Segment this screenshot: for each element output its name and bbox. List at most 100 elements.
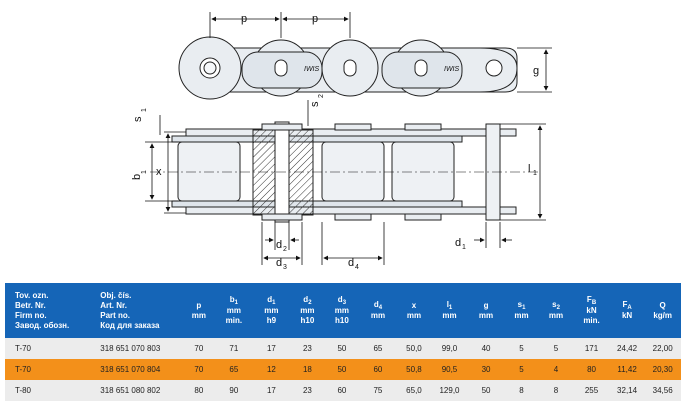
column-header-line: h9 <box>266 316 277 325</box>
dim-label-d4: d <box>348 257 354 269</box>
column-header-line: Part no. <box>100 310 131 320</box>
table-cell: 8 <box>538 380 574 401</box>
table-cell: 70 <box>182 338 216 359</box>
dim-label-d1: d <box>455 237 461 249</box>
column-header-line: min. <box>225 316 243 325</box>
column-header-line: mm <box>406 310 422 320</box>
table-cell: T-80 <box>5 380 91 401</box>
dim-label-d3: d <box>276 257 282 269</box>
table-cell: 65 <box>359 338 397 359</box>
column-header-line: h10 <box>335 316 349 325</box>
d-dimensions <box>261 222 512 265</box>
column-header-subscript: 2 <box>308 300 312 306</box>
table-cell: 318 651 070 803 <box>90 338 183 359</box>
pin-head <box>261 123 303 131</box>
column-header-subscript: 1 <box>234 300 238 306</box>
table-cell: 80 <box>182 380 216 401</box>
end-plate <box>479 47 518 93</box>
logo-stamp: IWIS <box>304 66 319 73</box>
table-cell: 4 <box>538 359 574 380</box>
column-header-line: mm <box>548 311 564 320</box>
table-cell: 255 <box>573 380 610 401</box>
chain-section-view <box>171 121 517 223</box>
column-header-line: mm <box>478 310 494 320</box>
x-dimension <box>164 131 186 214</box>
column-header-subscript: 3 <box>342 300 347 306</box>
table-cell: T-70 <box>5 338 91 359</box>
table-cell: T-70 <box>5 359 91 380</box>
table-cell: 11,42 <box>609 359 645 380</box>
column-header-line: g <box>483 300 489 310</box>
table-cell: 318 651 080 802 <box>90 380 183 401</box>
table-cell: 65 <box>215 359 253 380</box>
pin <box>203 61 217 75</box>
column-header-line: x <box>411 300 417 310</box>
column-header-line: h10 <box>300 316 315 325</box>
column-header-subscript: A <box>627 305 632 311</box>
l1-dimension <box>500 123 546 221</box>
pin-head <box>404 123 442 131</box>
column-header-subscript: 2 <box>556 305 560 311</box>
dim-sub-1: 1 <box>533 170 537 177</box>
table-cell: 23 <box>290 380 325 401</box>
column-header-line: p <box>196 300 202 310</box>
pin <box>485 59 503 77</box>
table-cell: 318 651 070 804 <box>90 359 183 380</box>
column-header-subscript: 1 <box>272 300 276 306</box>
pin-slot <box>343 59 357 77</box>
outer-plate-bottom <box>185 206 517 215</box>
table-cell: 50 <box>467 380 505 401</box>
inner-plate-top <box>171 135 463 143</box>
column-header-line: Art. Nr. <box>100 300 127 310</box>
table-cell: 17 <box>252 338 291 359</box>
table-cell: 23 <box>290 338 325 359</box>
dim-sub-1: 1 <box>141 170 148 174</box>
dim-label-g: g <box>533 65 539 77</box>
dim-sub-3: 3 <box>283 264 287 271</box>
table-cell: 50 <box>324 359 360 380</box>
pin-head <box>404 213 442 221</box>
column-header-line: F <box>586 295 592 304</box>
pin-slot <box>274 59 288 77</box>
table-cell: 50 <box>324 338 360 359</box>
table-cell: 17 <box>252 380 291 401</box>
table-cell: 90,5 <box>431 359 468 380</box>
table-cell: 71 <box>215 338 253 359</box>
dim-sub-2: 2 <box>283 246 287 253</box>
pitch-dimension <box>209 12 351 38</box>
column-header-line: mm <box>226 306 241 315</box>
table-cell: 129,0 <box>431 380 468 401</box>
b1-dimension <box>145 141 178 202</box>
column-header-line: Betr. Nr. <box>15 300 46 310</box>
column-header-line: kN <box>621 311 633 320</box>
table-cell: 75 <box>359 380 397 401</box>
dim-label-b1: b <box>131 174 143 180</box>
column-header-line: kg/m <box>653 310 672 320</box>
column-header-line: s <box>552 300 557 309</box>
column-header-line: F <box>622 300 628 309</box>
column-header-line: s <box>517 300 523 309</box>
chain-technical-drawing: IWIS IWIS p p g s 1 s 2 <box>131 12 552 271</box>
table-cell: 70 <box>182 359 216 380</box>
table-cell: 22,00 <box>644 338 681 359</box>
column-header-line: l <box>446 300 449 309</box>
column-header-line: mm <box>370 311 386 320</box>
column-header-line: Код для заказа <box>100 320 160 330</box>
column-header-subscript: B <box>591 300 597 306</box>
table-cell: 90 <box>215 380 253 401</box>
table-cell: 12 <box>252 359 291 380</box>
column-header-line: b <box>229 295 235 304</box>
table-cell: 5 <box>504 359 539 380</box>
dim-sub-1: 1 <box>141 108 148 112</box>
